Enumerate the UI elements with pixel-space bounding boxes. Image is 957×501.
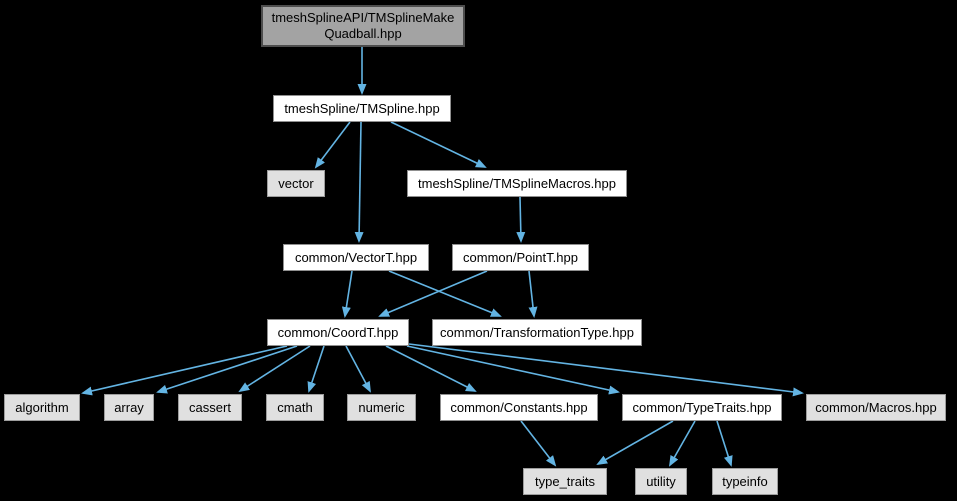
graph-node-label: common/CoordT.hpp bbox=[277, 324, 399, 340]
graph-node-type_traits: type_traits bbox=[523, 468, 607, 495]
graph-node-label: utility bbox=[646, 473, 676, 489]
edge-coordt-to-numeric bbox=[345, 345, 371, 393]
graph-node-label: common/VectorT.hpp bbox=[294, 249, 418, 265]
graph-node-array: array bbox=[104, 394, 154, 421]
graph-node-label: tmeshSpline/TMSpline.hpp bbox=[284, 100, 440, 116]
edge-coordt-to-constants bbox=[385, 345, 477, 392]
edge-coordt-to-typetraits bbox=[406, 345, 620, 395]
graph-node-label: tmeshSpline/TMSplineMacros.hpp bbox=[418, 175, 616, 191]
graph-node-label: cassert bbox=[189, 399, 231, 415]
graph-node-label: array bbox=[114, 399, 144, 415]
graph-node-vector: vector bbox=[267, 170, 325, 197]
edge-coordt-to-macros bbox=[408, 343, 804, 397]
graph-node-label: common/TransformationType.hpp bbox=[440, 324, 634, 340]
graph-node-label: Quadball.hpp bbox=[324, 26, 402, 41]
graph-node-label: tmeshSplineAPI/TMSplineMake bbox=[271, 10, 455, 25]
graph-node-numeric: numeric bbox=[347, 394, 416, 421]
edge-pointt-to-transformationtype bbox=[528, 270, 538, 318]
edge-coordt-to-cmath bbox=[307, 345, 325, 393]
graph-node-cassert: cassert bbox=[178, 394, 242, 421]
graph-node-label: typeinfo bbox=[722, 473, 768, 489]
graph-node-tmsplinemacros[interactable]: tmeshSpline/TMSplineMacros.hpp bbox=[407, 170, 627, 197]
graph-node-macros: common/Macros.hpp bbox=[806, 394, 946, 421]
graph-node-coordt[interactable]: common/CoordT.hpp bbox=[267, 319, 409, 346]
edge-pointt-to-coordt bbox=[378, 270, 488, 317]
edge-vectort-to-transformationtype bbox=[388, 270, 502, 317]
graph-node-label: common/Macros.hpp bbox=[815, 399, 937, 415]
graph-node-label: algorithm bbox=[15, 399, 69, 415]
graph-node-label: common/TypeTraits.hpp bbox=[632, 399, 772, 415]
edge-typetraits-to-type_traits bbox=[596, 420, 674, 465]
graph-node-label: common/PointT.hpp bbox=[463, 249, 578, 265]
edge-typetraits-to-typeinfo bbox=[716, 420, 733, 467]
edge-constants-to-type_traits bbox=[520, 420, 557, 467]
graph-node-typetraits[interactable]: common/TypeTraits.hpp bbox=[622, 394, 782, 421]
graph-node-typeinfo: typeinfo bbox=[712, 468, 778, 495]
graph-node-label: vector bbox=[278, 175, 314, 191]
graph-node-label: type_traits bbox=[535, 473, 595, 489]
edge-coordt-to-algorithm bbox=[81, 345, 288, 396]
graph-node-utility: utility bbox=[635, 468, 687, 495]
graph-node-transformationtype[interactable]: common/TransformationType.hpp bbox=[432, 319, 642, 346]
graph-node-tmspline[interactable]: tmeshSpline/TMSpline.hpp bbox=[273, 95, 451, 122]
edge-vectort-to-coordt bbox=[341, 270, 353, 318]
graph-node-vectort[interactable]: common/VectorT.hpp bbox=[283, 244, 429, 271]
graph-node-label: numeric bbox=[358, 399, 405, 415]
graph-node-algorithm: algorithm bbox=[4, 394, 80, 421]
edge-coordt-to-array bbox=[156, 345, 298, 394]
graph-node-cmath: cmath bbox=[266, 394, 324, 421]
edge-tmspline-to-vector bbox=[314, 121, 351, 169]
edge-tmspline-to-vectort bbox=[354, 121, 364, 243]
edge-coordt-to-cassert bbox=[238, 345, 311, 393]
edge-tmspline-to-tmsplinemacros bbox=[390, 121, 487, 168]
graph-node-pointt[interactable]: common/PointT.hpp bbox=[452, 244, 589, 271]
graph-node-constants[interactable]: common/Constants.hpp bbox=[440, 394, 598, 421]
graph-node-label: cmath bbox=[277, 399, 313, 415]
graph-node-label: common/Constants.hpp bbox=[450, 399, 588, 415]
edge-typetraits-to-utility bbox=[669, 420, 696, 467]
edge-tmsplinemacros-to-pointt bbox=[516, 196, 526, 243]
